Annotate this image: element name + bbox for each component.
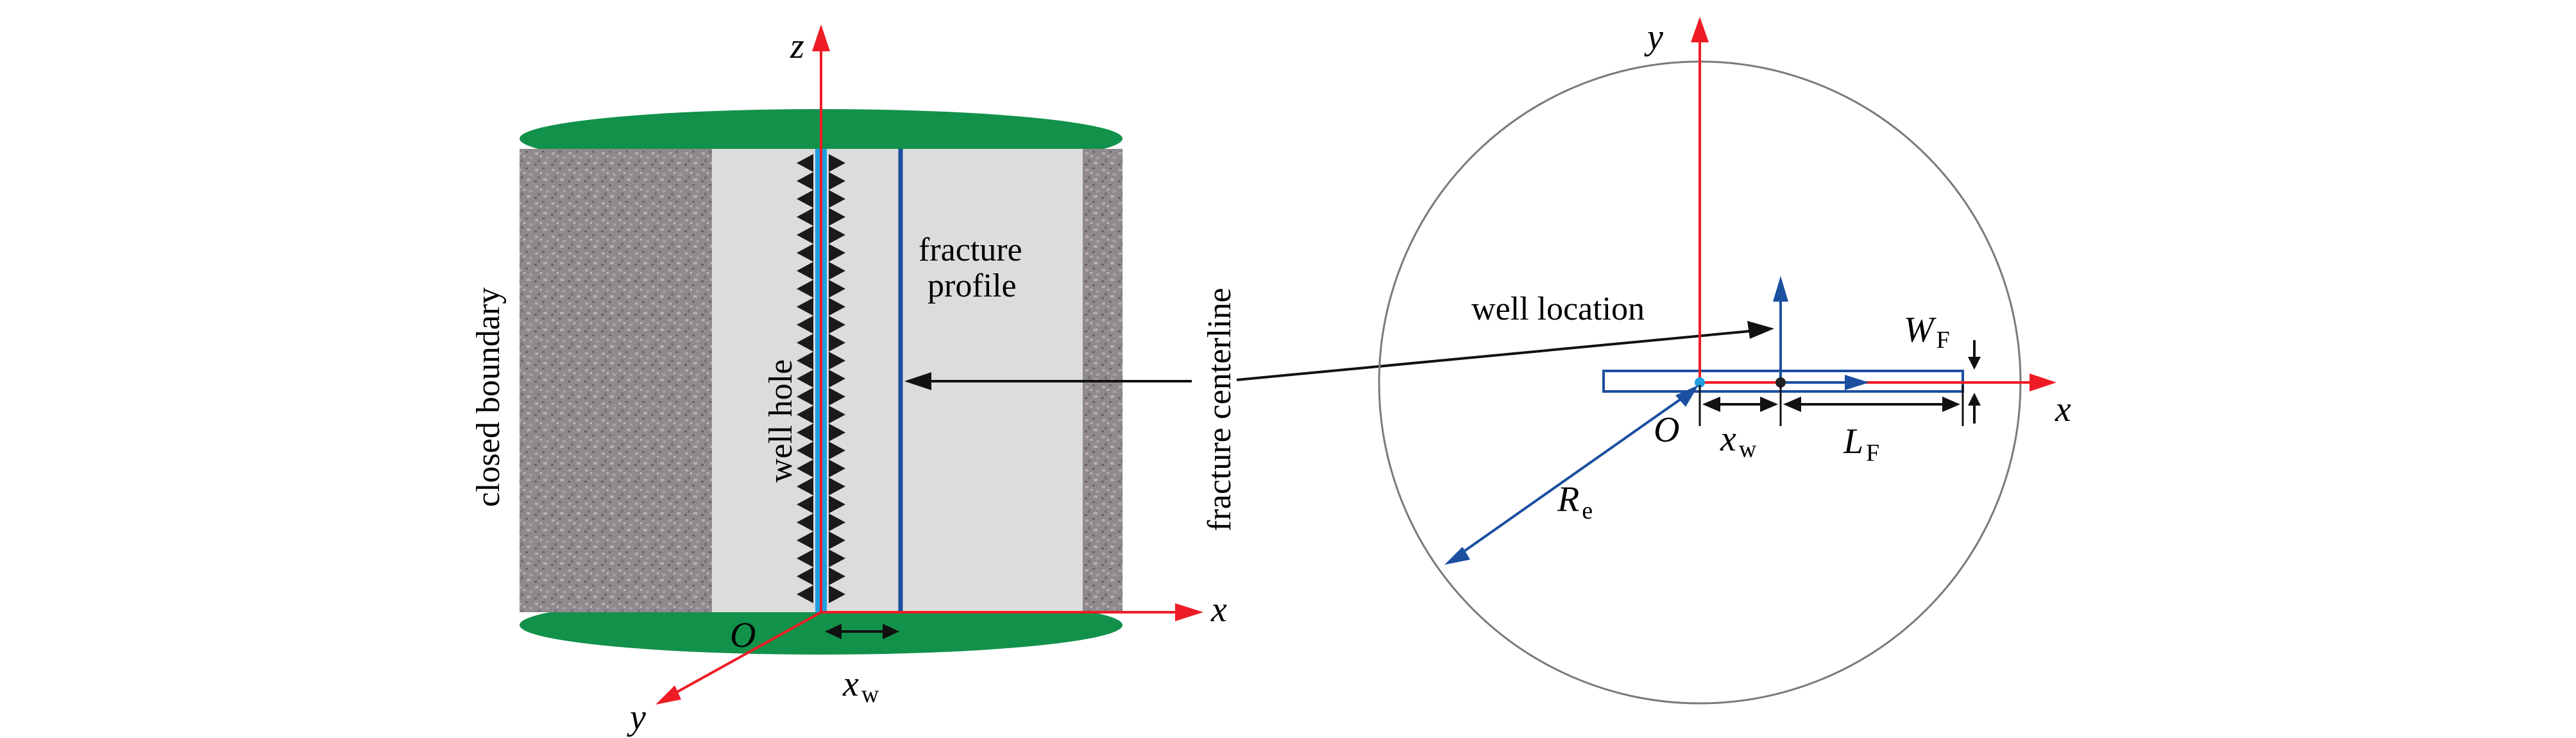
well-tooth	[797, 352, 813, 370]
double-arrow-icon	[1942, 397, 1960, 412]
well-marker	[1775, 377, 1786, 388]
well-tooth	[829, 244, 845, 262]
closed-boundary-label: closed boundary	[470, 287, 507, 507]
well-tooth	[829, 280, 845, 298]
well-teeth	[797, 154, 845, 603]
re-radius-line	[1451, 389, 1695, 561]
well-tooth	[829, 226, 845, 244]
well-location-label: well location	[1471, 291, 1645, 327]
left-axis-x-label: x	[1210, 590, 1227, 630]
arrow-icon	[1747, 321, 1774, 339]
well-tooth	[829, 567, 845, 585]
well-tooth	[797, 334, 813, 352]
well-tooth	[829, 585, 845, 603]
well-tooth	[797, 388, 813, 406]
right-axis-y-label: y	[1644, 17, 1663, 57]
left-axis-y-label: y	[627, 698, 646, 737]
fracture-profile-label-2: profile	[928, 268, 1017, 304]
well-tooth	[797, 244, 813, 262]
well-tooth	[797, 459, 813, 477]
arrow-icon	[1445, 547, 1470, 565]
well-tooth	[797, 226, 813, 244]
well-tooth	[829, 406, 845, 424]
well-tooth	[829, 190, 845, 208]
double-arrow-icon	[1760, 397, 1778, 412]
double-arrow-icon	[1783, 397, 1801, 412]
well-tooth	[829, 424, 845, 442]
well-tooth	[797, 208, 813, 226]
double-arrow-icon	[883, 624, 899, 639]
well-tooth	[829, 316, 845, 334]
well-tooth	[797, 298, 813, 316]
well-tooth	[829, 208, 845, 226]
well-tooth	[797, 567, 813, 585]
axis-arrow-icon	[1845, 375, 1869, 390]
well-tooth	[829, 477, 845, 495]
origin-marker	[1695, 377, 1705, 388]
axis-arrow-icon	[2029, 373, 2056, 391]
well-tooth	[797, 154, 813, 172]
axis-arrow-icon	[1691, 17, 1709, 42]
link-pointer	[1236, 330, 1750, 381]
well-tooth	[797, 513, 813, 531]
well-tooth	[829, 154, 845, 172]
well-tooth	[829, 352, 845, 370]
well-tooth	[797, 316, 813, 334]
well-tooth	[829, 513, 845, 531]
y-axis	[665, 611, 822, 699]
well-tooth	[829, 495, 845, 513]
well-tooth	[829, 442, 845, 459]
arrow-icon	[1968, 393, 1981, 406]
left-axis-z-label: z	[790, 26, 804, 66]
well-tooth	[829, 549, 845, 567]
double-arrow-icon	[1702, 397, 1720, 412]
right-origin-label: O	[1654, 410, 1679, 450]
arrow-icon	[1968, 357, 1981, 370]
arrow-icon	[904, 372, 931, 390]
well-tooth	[797, 424, 813, 442]
axis-arrow-icon	[656, 685, 681, 705]
arrow-icon	[1675, 385, 1699, 407]
axis-arrow-icon	[1175, 603, 1203, 621]
well-tooth	[797, 442, 813, 459]
well-tooth	[797, 477, 813, 495]
well-tooth	[829, 298, 845, 316]
fracture-centerline-label: fracture centerline	[1201, 287, 1238, 531]
well-tooth	[829, 459, 845, 477]
well-tooth	[829, 388, 845, 406]
left-origin-label: O	[730, 615, 756, 655]
well-tooth	[829, 334, 845, 352]
well-tooth	[797, 406, 813, 424]
well-tooth	[797, 370, 813, 388]
well-tooth	[829, 370, 845, 388]
well-tooth	[797, 262, 813, 280]
axis-arrow-icon	[1773, 276, 1788, 302]
well-tooth	[797, 549, 813, 567]
well-tooth	[797, 495, 813, 513]
axis-arrow-icon	[812, 24, 830, 51]
well-tooth	[829, 262, 845, 280]
well-hole-label: well hole	[763, 359, 799, 483]
well-tooth	[797, 585, 813, 603]
well-tooth	[829, 172, 845, 190]
double-arrow-icon	[825, 624, 842, 639]
well-tooth	[797, 190, 813, 208]
right-axis-x-label: x	[2055, 390, 2071, 429]
well-tooth	[797, 172, 813, 190]
well-tooth	[797, 280, 813, 298]
well-tooth	[797, 531, 813, 549]
well-tooth	[829, 531, 845, 549]
fracture-profile-label-1: fracture	[919, 232, 1022, 268]
